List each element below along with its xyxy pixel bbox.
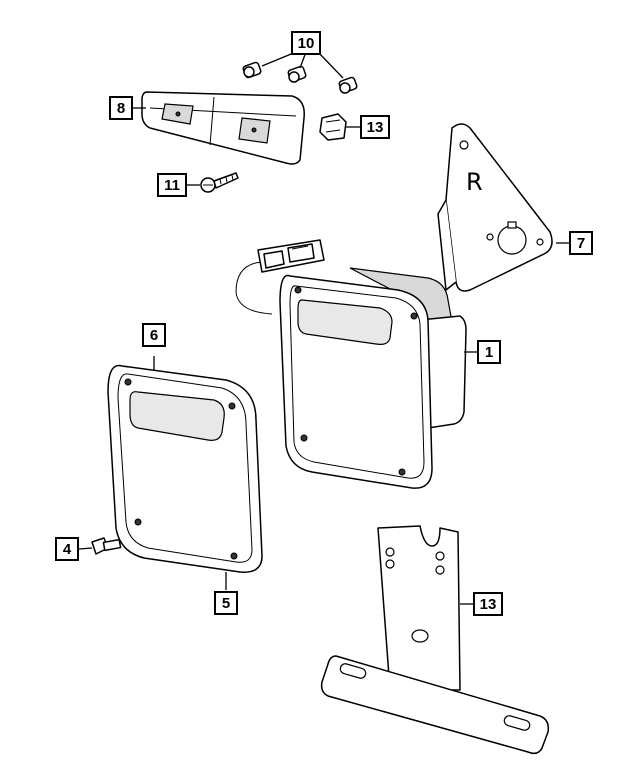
lamp-lens xyxy=(107,364,263,573)
bulb-left xyxy=(242,61,262,79)
svg-text:1: 1 xyxy=(485,344,493,361)
callout-6: 6 xyxy=(142,323,166,347)
svg-text:10: 10 xyxy=(298,35,315,52)
svg-text:6: 6 xyxy=(150,327,158,344)
bulb-middle xyxy=(287,65,307,83)
svg-text:7: 7 xyxy=(577,235,585,252)
tail-lamp-assembly xyxy=(279,274,433,489)
svg-text:4: 4 xyxy=(63,541,72,558)
callout-13-bottom: 13 xyxy=(473,592,503,616)
svg-text:13: 13 xyxy=(367,119,384,136)
mounting-bracket xyxy=(437,123,553,292)
svg-text:5: 5 xyxy=(222,595,230,612)
third-brake-light xyxy=(141,91,305,165)
leader-4 xyxy=(78,547,93,550)
screw xyxy=(200,172,239,193)
license-plate-bracket xyxy=(320,525,550,755)
callout-8: 8 xyxy=(109,96,133,120)
svg-text:8: 8 xyxy=(117,100,125,117)
wire-connector xyxy=(235,239,325,315)
clip-nut xyxy=(319,113,347,141)
callout-11: 11 xyxy=(157,173,187,197)
bolt xyxy=(91,537,122,555)
bracket-letter: R xyxy=(466,168,483,196)
callout-4: 4 xyxy=(55,537,79,561)
bulb-right xyxy=(338,76,358,94)
callout-5: 5 xyxy=(214,591,238,615)
svg-text:11: 11 xyxy=(164,177,180,194)
callout-1: 1 xyxy=(477,340,501,364)
callout-13-top: 13 xyxy=(360,115,390,139)
svg-text:13: 13 xyxy=(480,596,497,613)
callout-7: 7 xyxy=(569,231,593,255)
callout-10: 10 xyxy=(291,31,321,55)
